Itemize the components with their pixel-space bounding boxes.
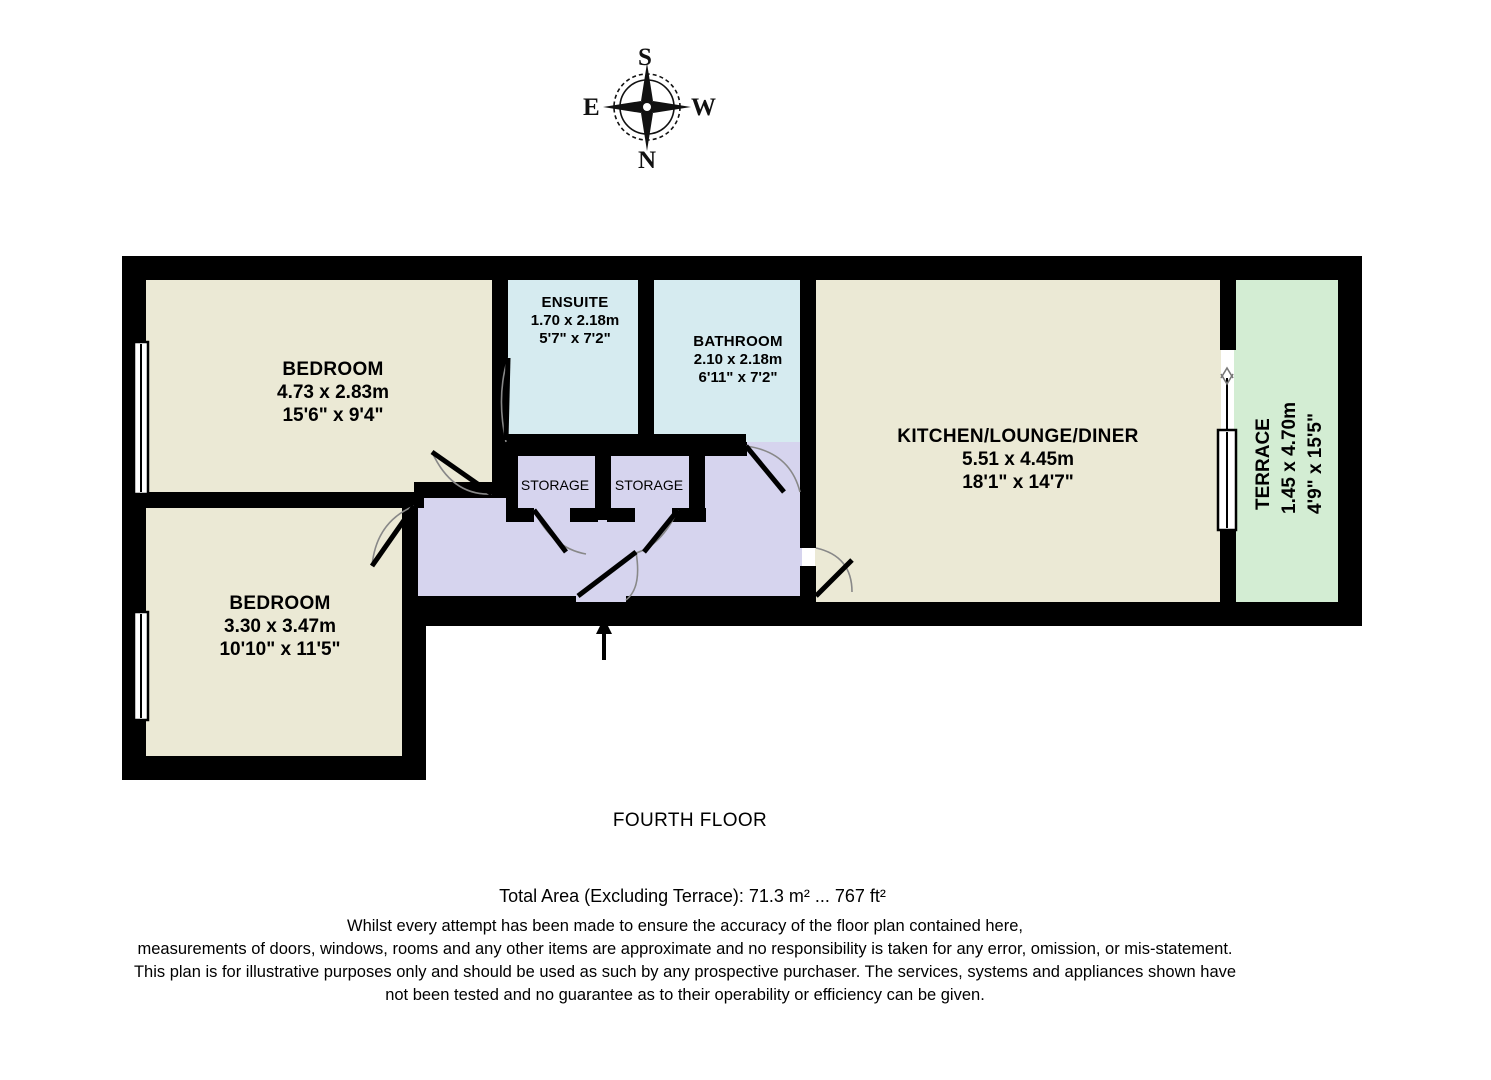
room-label-bedroom-1: BEDROOM 4.73 x 2.83m 15'6" x 9'4" [203, 358, 463, 427]
room-metric-bedroom-1: 4.73 x 2.83m [277, 382, 389, 403]
room-imperial-bedroom-1: 15'6" x 9'4" [282, 405, 384, 426]
door-storage-1[interactable] [532, 508, 587, 555]
room-metric-bathroom: 2.10 x 2.18m [693, 351, 783, 368]
interior-wall-ensuite-bathroom [638, 280, 654, 456]
storage-threshold-mid-l [570, 508, 598, 522]
room-imperial-ensuite: 5'7" x 7'2" [539, 330, 611, 347]
interior-wall-hallway-bottom-left [414, 596, 576, 614]
room-imperial-terrace: 4'9" x 15'5" [1305, 412, 1326, 514]
disclaimer-line-3: This plan is for illustrative purposes o… [133, 963, 1237, 981]
interior-wall-bath-door-jamb [705, 442, 747, 456]
total-area-label: Total Area (Excluding Terrace): 71.3 m² … [499, 886, 886, 906]
door-kitchen[interactable] [814, 547, 854, 598]
interior-wall-bedroom-divider [134, 492, 424, 508]
window-bedroom-2 [132, 610, 150, 722]
room-fill-bathroom [652, 280, 802, 442]
compass-label-west: W [691, 94, 716, 121]
room-imperial-bedroom-2: 10'10" x 11'5" [219, 639, 341, 660]
room-label-storage-2: STORAGE [609, 474, 689, 497]
storage-wall-middle [595, 446, 611, 520]
interior-wall-bathroom-right [800, 280, 816, 456]
sliding-door-terrace[interactable] [1216, 366, 1238, 532]
room-metric-ensuite: 1.70 x 2.18m [530, 312, 620, 329]
room-name-kitchen: KITCHEN/LOUNGE/DINER [897, 426, 1139, 447]
storage-wall-top [506, 442, 706, 456]
compass-rose-graphic [603, 63, 691, 151]
room-label-storage-1: STORAGE [515, 474, 595, 497]
disclaimer-line-4: not been tested and no guarantee as to t… [385, 986, 985, 1004]
room-imperial-terrace-wrap: 4'9" x 15'5" [1304, 413, 1327, 514]
interior-wall-bedroom2-right [402, 492, 418, 572]
interior-wall-hallway-bottom-right [626, 596, 816, 614]
room-name-bedroom-2: BEDROOM [229, 593, 331, 614]
room-fill-storage-1 [515, 455, 595, 513]
door-ensuite[interactable] [500, 357, 511, 443]
door-bedroom-2[interactable] [369, 504, 417, 568]
interior-wall-hallway-top-left-jog [414, 482, 506, 498]
room-label-ensuite: ENSUITE 1.70 x 2.18m 5'7" x 7'2" [487, 294, 663, 348]
compass-label-south: S [638, 44, 652, 71]
room-name-storage-2: STORAGE [614, 477, 684, 493]
disclaimer-block: Whilst every attempt has been made to en… [0, 915, 1370, 1007]
room-name-ensuite: ENSUITE [541, 294, 609, 311]
door-entrance[interactable] [576, 550, 639, 660]
room-imperial-bathroom: 6'11" x 7'2" [698, 369, 778, 386]
disclaimer-line-1: Whilst every attempt has been made to en… [347, 917, 1023, 935]
storage-threshold-left [506, 508, 534, 522]
door-bathroom[interactable] [744, 444, 801, 494]
room-name-terrace: TERRACE [1253, 418, 1274, 510]
interior-wall-terrace-divider-upper [1220, 280, 1236, 350]
room-name-bedroom-1: BEDROOM [282, 359, 384, 380]
room-label-bathroom: BATHROOM 2.10 x 2.18m 6'11" x 7'2" [638, 333, 838, 387]
storage-wall-left [506, 446, 518, 520]
room-fill-bedroom-2 [146, 506, 414, 756]
room-fill-terrace [1234, 280, 1338, 602]
door-storage-2[interactable] [631, 508, 680, 555]
compass-rose: S N E W [575, 44, 720, 174]
storage-wall-right [689, 446, 705, 520]
room-metric-terrace-wrap: 1.45 x 4.70m [1278, 402, 1301, 514]
room-label-kitchen: KITCHEN/LOUNGE/DINER 5.51 x 4.45m 18'1" … [878, 425, 1158, 494]
room-name-bathroom: BATHROOM [693, 333, 783, 350]
room-name-storage-1: STORAGE [520, 477, 590, 493]
interior-wall-hallway-kitchen-upper [800, 440, 816, 548]
room-metric-bedroom-2: 3.30 x 3.47m [224, 616, 336, 637]
compass-label-east: E [583, 94, 600, 121]
room-metric-terrace: 1.45 x 4.70m [1279, 402, 1300, 514]
disclaimer-line-2: measurements of doors, windows, rooms an… [137, 940, 1233, 958]
room-label-bedroom-2: BEDROOM 3.30 x 3.47m 10'10" x 11'5" [160, 592, 400, 661]
room-imperial-kitchen: 18'1" x 14'7" [962, 472, 1074, 493]
storage-threshold-right [672, 508, 706, 522]
room-name-terrace-wrap: TERRACE [1252, 418, 1275, 510]
room-metric-kitchen: 5.51 x 4.45m [962, 449, 1074, 470]
compass-label-north: N [638, 147, 657, 174]
door-bedroom-1[interactable] [430, 449, 494, 497]
storage-threshold-mid-r [607, 508, 635, 522]
interior-wall-bedroom2-right-lower [402, 560, 418, 772]
interior-wall-terrace-divider-lower [1220, 530, 1236, 614]
room-fill-ensuite [506, 280, 638, 442]
floor-level-label: FOURTH FLOOR [612, 810, 768, 831]
window-bedroom-1 [132, 340, 150, 496]
room-fill-storage-2 [609, 455, 689, 513]
room-fill-kitchen [815, 280, 1221, 602]
